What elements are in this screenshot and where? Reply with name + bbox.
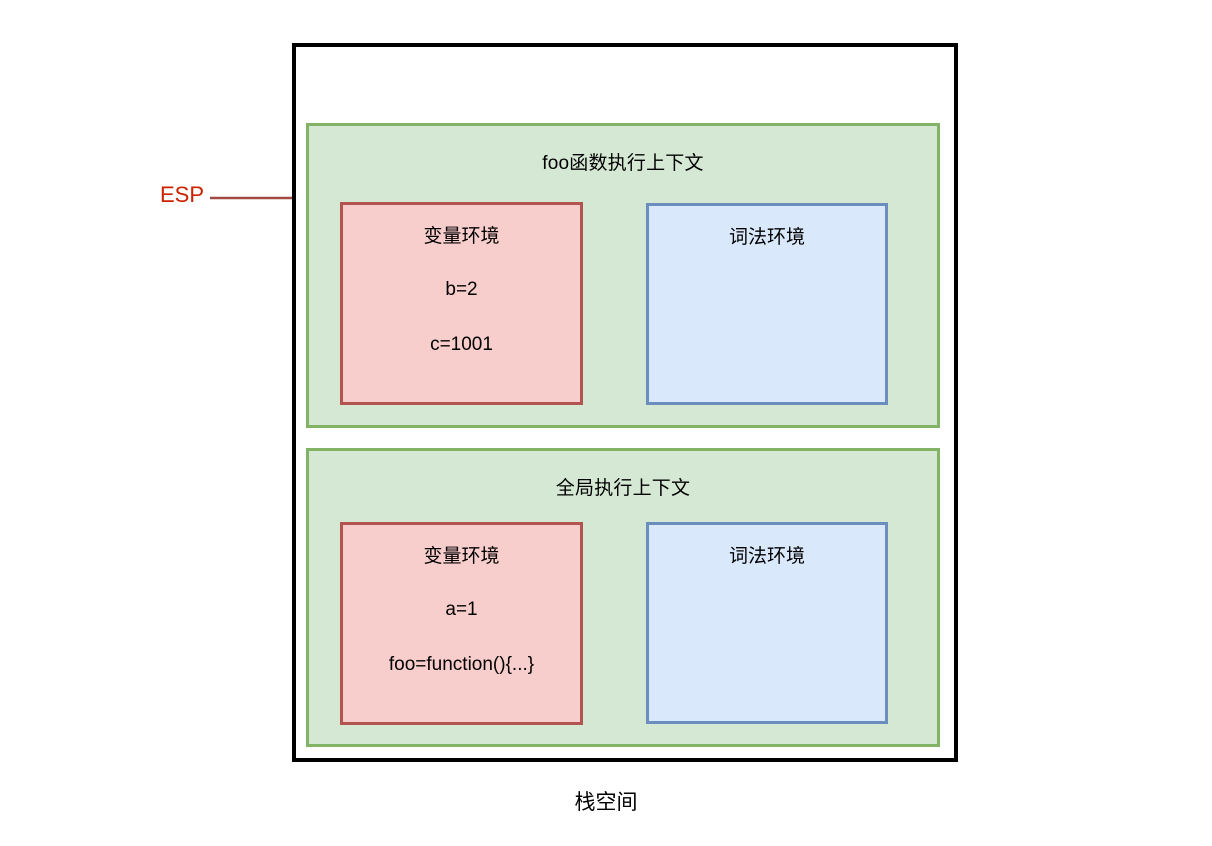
stack-caption: 栈空间	[574, 791, 638, 814]
foo-variable-environment-title: 变量环境	[423, 226, 500, 247]
global-variable-entry-foo: foo=function(){...}	[388, 654, 535, 675]
execution-context-global: 全局执行上下文 变量环境 a=1 foo=function(){...} 词法环…	[306, 448, 940, 747]
global-lexical-environment: 词法环境	[646, 522, 888, 724]
esp-stack-pointer: ESP	[160, 182, 312, 218]
execution-context-foo-title: foo函数执行上下文	[542, 153, 704, 174]
foo-variable-environment: 变量环境 b=2 c=1001	[340, 202, 583, 405]
foo-variable-entry-b: b=2	[445, 279, 478, 300]
global-variable-environment-title: 变量环境	[423, 546, 500, 567]
execution-context-foo: foo函数执行上下文 变量环境 b=2 c=1001 词法环境	[306, 123, 940, 428]
foo-lexical-environment-title: 词法环境	[728, 227, 805, 248]
global-variable-entry-a: a=1	[445, 599, 478, 620]
esp-label: ESP	[160, 182, 205, 207]
foo-lexical-environment: 词法环境	[646, 203, 888, 405]
execution-context-global-title: 全局执行上下文	[555, 478, 691, 499]
global-variable-environment: 变量环境 a=1 foo=function(){...}	[340, 522, 583, 725]
foo-variable-entry-c: c=1001	[430, 334, 493, 355]
global-lexical-environment-title: 词法环境	[728, 546, 805, 567]
